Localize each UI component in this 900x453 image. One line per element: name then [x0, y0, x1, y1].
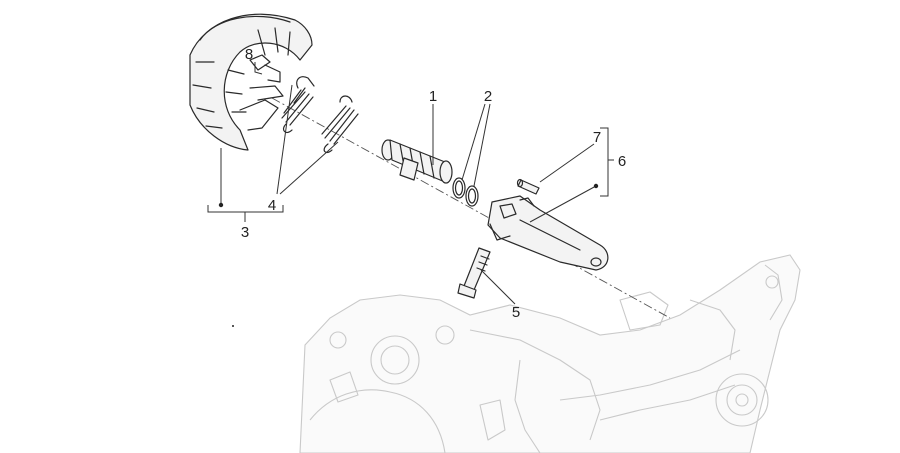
o-rings	[452, 177, 479, 207]
callout-1: 1	[429, 88, 437, 105]
leader-lines	[220, 62, 597, 305]
callout-5: 5	[512, 304, 520, 321]
callout-4: 4	[268, 197, 276, 214]
bracket-group-3	[207, 205, 284, 222]
group-6-dot	[593, 183, 599, 189]
brake-shoe	[189, 13, 313, 151]
bolt	[457, 247, 491, 299]
stray-dot	[232, 325, 234, 327]
callout-6: 6	[618, 153, 626, 170]
spring-upper	[281, 76, 315, 134]
brake-lever	[487, 195, 609, 271]
callout-8: 8	[245, 46, 253, 63]
callout-7: 7	[593, 129, 601, 146]
brake-camshaft	[381, 139, 453, 184]
group-3-dot	[218, 202, 224, 208]
assembly-axis	[271, 97, 671, 319]
callout-2: 2	[484, 88, 492, 105]
crankcase-ghost	[299, 254, 801, 453]
callout-3: 3	[241, 224, 249, 241]
spring-lower	[321, 95, 359, 154]
pin	[516, 178, 540, 195]
bracket-group-6	[600, 127, 614, 197]
